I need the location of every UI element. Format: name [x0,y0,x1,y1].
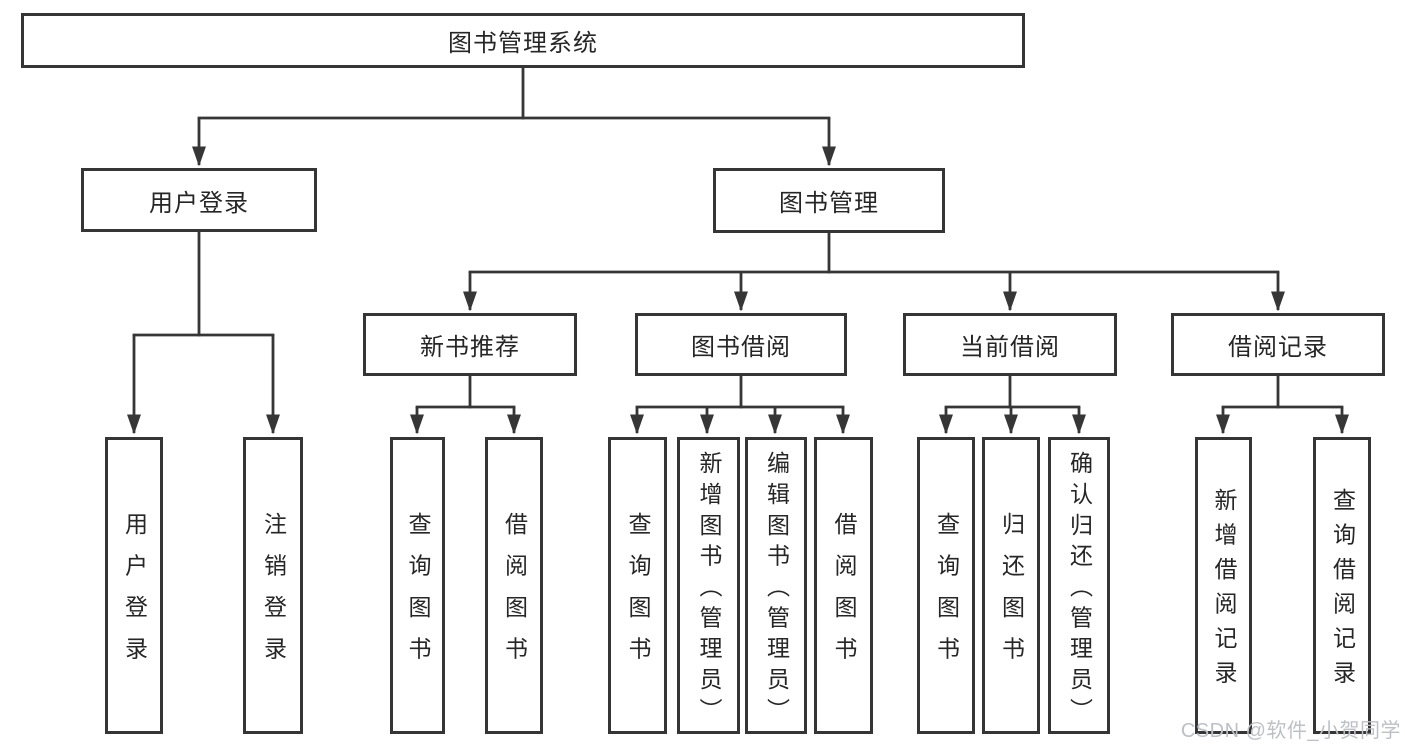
leaf-edit-books-admin-label: 编辑图书（管理员） [763,450,790,729]
leaf-query-books-3-label: 查询图书 [933,511,960,678]
leaf-logout: 注销登录 [243,437,303,734]
leaf-query-books-3: 查询图书 [917,437,975,734]
connector-arrows [127,118,1349,435]
node-book-borrowing-label: 图书借阅 [691,334,791,361]
node-user-login: 用户登录 [81,168,317,232]
leaf-borrow-books-1: 借阅图书 [485,437,543,734]
leaf-borrow-books-2: 借阅图书 [814,437,873,734]
leaf-return-books-label: 归还图书 [998,511,1025,678]
connector-trunks [132,66,1344,409]
node-current-borrowing: 当前借阅 [903,313,1117,376]
node-book-management: 图书管理 [713,168,945,233]
leaf-query-books-2-label: 查询图书 [625,511,651,678]
node-new-book-recommend: 新书推荐 [363,313,577,376]
leaf-borrow-books-2-label: 借阅图书 [831,511,857,678]
leaf-add-books-admin: 新增图书（管理员） [677,437,740,734]
node-book-management-label: 图书管理 [779,190,879,217]
leaf-confirm-return-admin-label: 确认归还（管理员） [1066,450,1093,729]
csdn-watermark: CSDN @软件_小贺同学 [1180,720,1401,742]
leaf-add-borrow-record-label: 新增借阅记录 [1211,487,1237,695]
node-borrow-records-label: 借阅记录 [1228,334,1328,361]
node-book-borrowing: 图书借阅 [635,313,847,376]
node-current-borrowing-label: 当前借阅 [960,334,1060,361]
leaf-query-books-2: 查询图书 [608,437,667,734]
node-new-book-recommend-label: 新书推荐 [420,334,520,361]
leaf-logout-label: 注销登录 [260,511,287,678]
node-borrow-records: 借阅记录 [1171,313,1385,376]
leaf-confirm-return-admin: 确认归还（管理员） [1048,437,1110,734]
leaf-return-books: 归还图书 [982,437,1040,734]
leaf-query-borrow-record: 查询借阅记录 [1313,437,1371,734]
node-root-library-system: 图书管理系统 [21,13,1025,68]
leaf-query-borrow-record-label: 查询借阅记录 [1329,487,1356,695]
node-root-label: 图书管理系统 [448,30,598,57]
leaf-user-login: 用户登录 [105,437,163,734]
leaf-add-books-admin-label: 新增图书（管理员） [696,450,722,729]
leaf-edit-books-admin: 编辑图书（管理员） [745,437,807,734]
leaf-add-borrow-record: 新增借阅记录 [1195,437,1252,734]
node-user-login-label: 用户登录 [149,189,249,217]
leaf-query-books-1-label: 查询图书 [405,511,431,678]
leaf-query-books-1: 查询图书 [390,437,445,734]
leaf-user-login-label: 用户登录 [121,511,148,678]
leaf-borrow-books-1-label: 借阅图书 [501,511,528,678]
